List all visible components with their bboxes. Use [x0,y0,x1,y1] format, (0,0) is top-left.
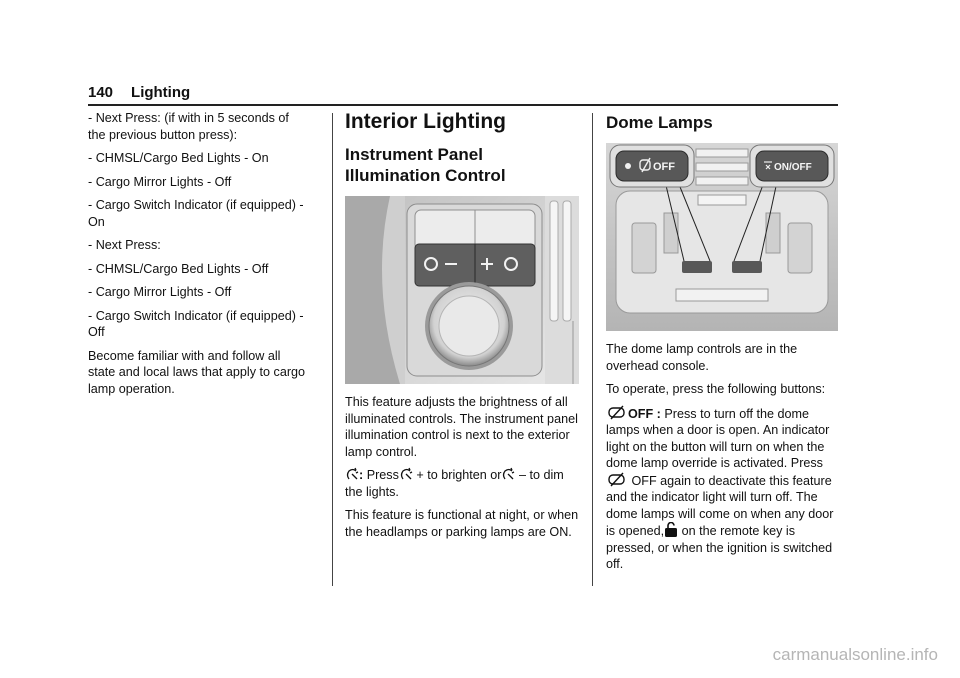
dimmer-icon [346,467,359,480]
paragraph: - Cargo Mirror Lights - Off [88,174,232,189]
page-number: 140 [88,84,114,101]
column-divider [592,113,593,586]
icon-label: : [359,468,364,482]
paragraph: The dome lamp controls are in the overhe… [606,342,798,373]
dimmer-control-photo [345,196,579,384]
paragraph: To operate, press the following buttons: [606,382,826,396]
paragraph: : Press + to brighten or – to dim the li… [345,467,579,500]
watermark: carmanualsonline.info [772,645,938,664]
page-header: 140 Lighting [88,84,838,104]
subsection-heading: Instrument Panel Illumination Control [345,145,506,185]
on-off-button-label: ON/OFF [774,162,812,173]
text: Press to turn off the dome lamps when a … [606,406,830,471]
text: OFF again to deactivate this feature and… [606,473,834,539]
section-heading: Interior Lighting [345,110,506,133]
paragraph: - Next Press: [88,238,161,252]
dome-lamp-override-icon [608,472,625,486]
paragraph: OFF : Press to turn off the dome lamps w… [606,405,840,573]
text: – to dim the lights. [345,468,564,499]
paragraph: This feature is functional at night, or … [345,508,579,539]
dome-lamp-override-icon [608,405,625,419]
dimmer-icon [400,467,413,480]
paragraph: This feature adjusts the brightness of a… [345,395,578,459]
paragraph: - Next Press: (if with in 5 seconds of t… [88,111,289,142]
paragraph: - CHMSL/Cargo Bed Lights - Off [88,261,269,276]
text: + to brighten or [412,468,502,482]
text: on the remote key is pressed, or when th… [606,524,833,571]
column-divider [332,113,333,586]
paragraph: - CHMSL/Cargo Bed Lights - On [88,151,269,165]
column-1: - Next Press: (if with in 5 seconds of t… [88,110,308,404]
off-button-label: OFF [653,161,675,173]
section-title: Lighting [131,84,191,101]
section-heading: Dome Lamps [606,113,713,132]
column-3: Dome Lamps OFF ON/OFF The dom [606,110,840,580]
overhead-console-photo: OFF ON/OFF [606,143,838,331]
dimmer-icon [503,467,515,480]
text: Press [363,468,399,482]
column-2: Interior Lighting Instrument Panel Illum… [345,110,579,547]
paragraph: - Cargo Mirror Lights - Off [88,285,232,299]
paragraph: - Cargo Switch Indicator (if equipped) -… [88,308,304,340]
paragraph: - Cargo Switch Indicator (if equipped) -… [88,198,304,229]
paragraph: Become familiar with and follow all stat… [88,348,306,396]
icon-label: OFF : [628,406,661,421]
unlock-icon [665,522,678,537]
header-rule [88,104,838,106]
